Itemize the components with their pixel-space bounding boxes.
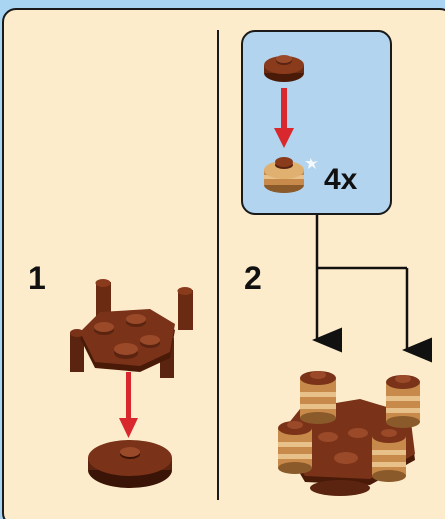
step-number-2: 2	[244, 260, 262, 296]
step2-assembly-icon	[278, 371, 420, 496]
step-divider	[217, 30, 219, 500]
step1-round-plate-icon	[88, 440, 172, 488]
subassembly-multiplier: 4x	[324, 163, 358, 196]
callout-tan-stack-icon	[264, 157, 318, 193]
callout-connector-arrows	[312, 215, 432, 363]
step-number-1: 1	[28, 260, 46, 296]
callout-top-plate-icon	[264, 55, 304, 82]
step1-red-arrow-icon	[119, 372, 138, 438]
callout-red-arrow-icon	[274, 88, 294, 148]
step1-assembly-icon	[70, 279, 193, 378]
